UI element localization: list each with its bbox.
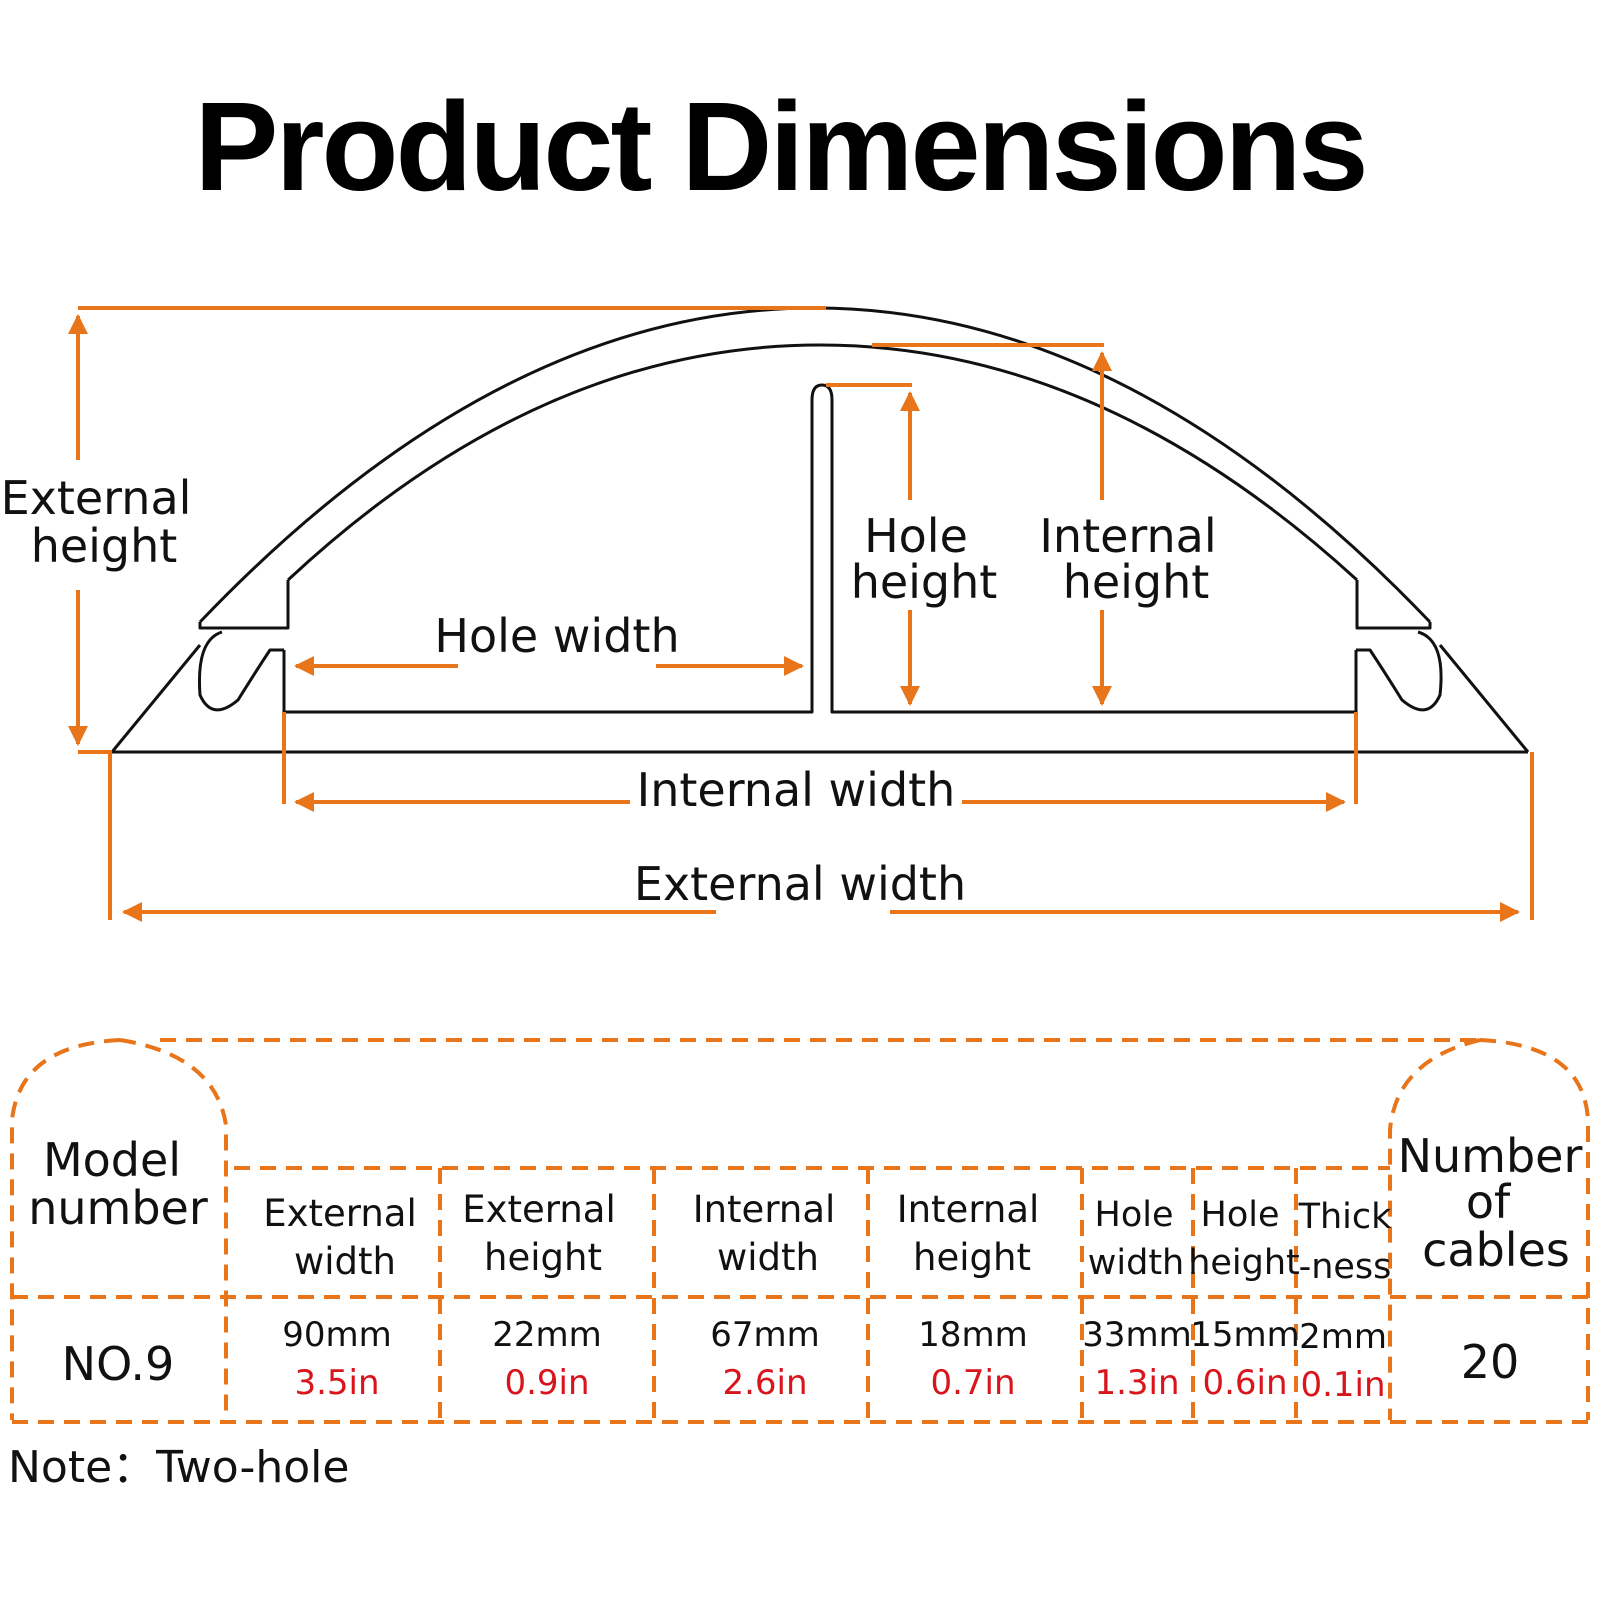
dimension-lines xyxy=(68,306,1534,922)
hole-width-mm: 33mm xyxy=(1082,1315,1192,1355)
hole-width-label: Hole width xyxy=(434,609,679,663)
col-header-external-height-1: External xyxy=(462,1188,616,1231)
column-headers: External width External height Internal … xyxy=(263,1188,1392,1287)
external-height-label-1: External xyxy=(1,471,192,525)
col-header-internal-height-2: height xyxy=(913,1236,1031,1279)
model-number-header-1: Model xyxy=(43,1133,181,1187)
internal-height-label-2: height xyxy=(1063,555,1210,609)
col-header-internal-width-1: Internal xyxy=(693,1188,836,1231)
cables-value: 20 xyxy=(1461,1335,1520,1389)
hole-height-label-1: Hole xyxy=(864,509,968,563)
col-header-external-width-1: External xyxy=(263,1192,417,1235)
cables-header-2: of xyxy=(1466,1175,1512,1229)
cable-cover-profile xyxy=(110,306,1530,754)
internal-width-mm: 67mm xyxy=(710,1315,820,1355)
spec-table-frame xyxy=(10,1038,1590,1424)
col-header-thickness-2: -ness xyxy=(1299,1247,1392,1287)
dimension-values: 90mm 3.5in 22mm 0.9in 67mm 2.6in 18mm 0.… xyxy=(282,1315,1387,1405)
cables-header-1: Number xyxy=(1398,1129,1583,1183)
model-number-header-2: number xyxy=(28,1181,208,1235)
note-text: Note：Two-hole xyxy=(8,1442,349,1493)
external-height-in: 0.9in xyxy=(504,1363,589,1403)
external-width-label: External width xyxy=(634,857,966,911)
col-header-external-width-2: width xyxy=(294,1240,396,1283)
internal-height-in: 0.7in xyxy=(930,1363,1015,1403)
hole-height-label-2: height xyxy=(851,555,998,609)
col-header-internal-height-1: Internal xyxy=(897,1188,1040,1231)
internal-width-in: 2.6in xyxy=(722,1363,807,1403)
hole-height-in: 0.6in xyxy=(1202,1363,1287,1403)
col-header-internal-width-2: width xyxy=(717,1236,819,1279)
internal-height-mm: 18mm xyxy=(918,1315,1028,1355)
hole-height-mm: 15mm xyxy=(1190,1315,1300,1355)
internal-width-label: Internal width xyxy=(637,763,956,817)
col-header-hole-height-1: Hole xyxy=(1201,1195,1280,1235)
external-height-mm: 22mm xyxy=(492,1315,602,1355)
internal-height-label-1: Internal xyxy=(1039,509,1216,563)
external-height-label-2: height xyxy=(31,519,178,573)
page-title: Product Dimensions xyxy=(194,76,1365,217)
thickness-mm: 2mm xyxy=(1299,1317,1387,1357)
col-header-hole-width-1: Hole xyxy=(1095,1195,1174,1235)
thickness-in: 0.1in xyxy=(1300,1365,1385,1405)
hole-width-in: 1.3in xyxy=(1094,1363,1179,1403)
col-header-hole-width-2: width xyxy=(1088,1243,1184,1283)
cables-header-3: cables xyxy=(1422,1223,1570,1277)
external-width-in: 3.5in xyxy=(294,1363,379,1403)
col-header-external-height-2: height xyxy=(484,1236,602,1279)
external-width-mm: 90mm xyxy=(282,1315,392,1355)
model-number-value: NO.9 xyxy=(62,1337,175,1391)
col-header-thickness-1: Thick xyxy=(1298,1197,1393,1237)
col-header-hole-height-2: height xyxy=(1188,1243,1300,1283)
